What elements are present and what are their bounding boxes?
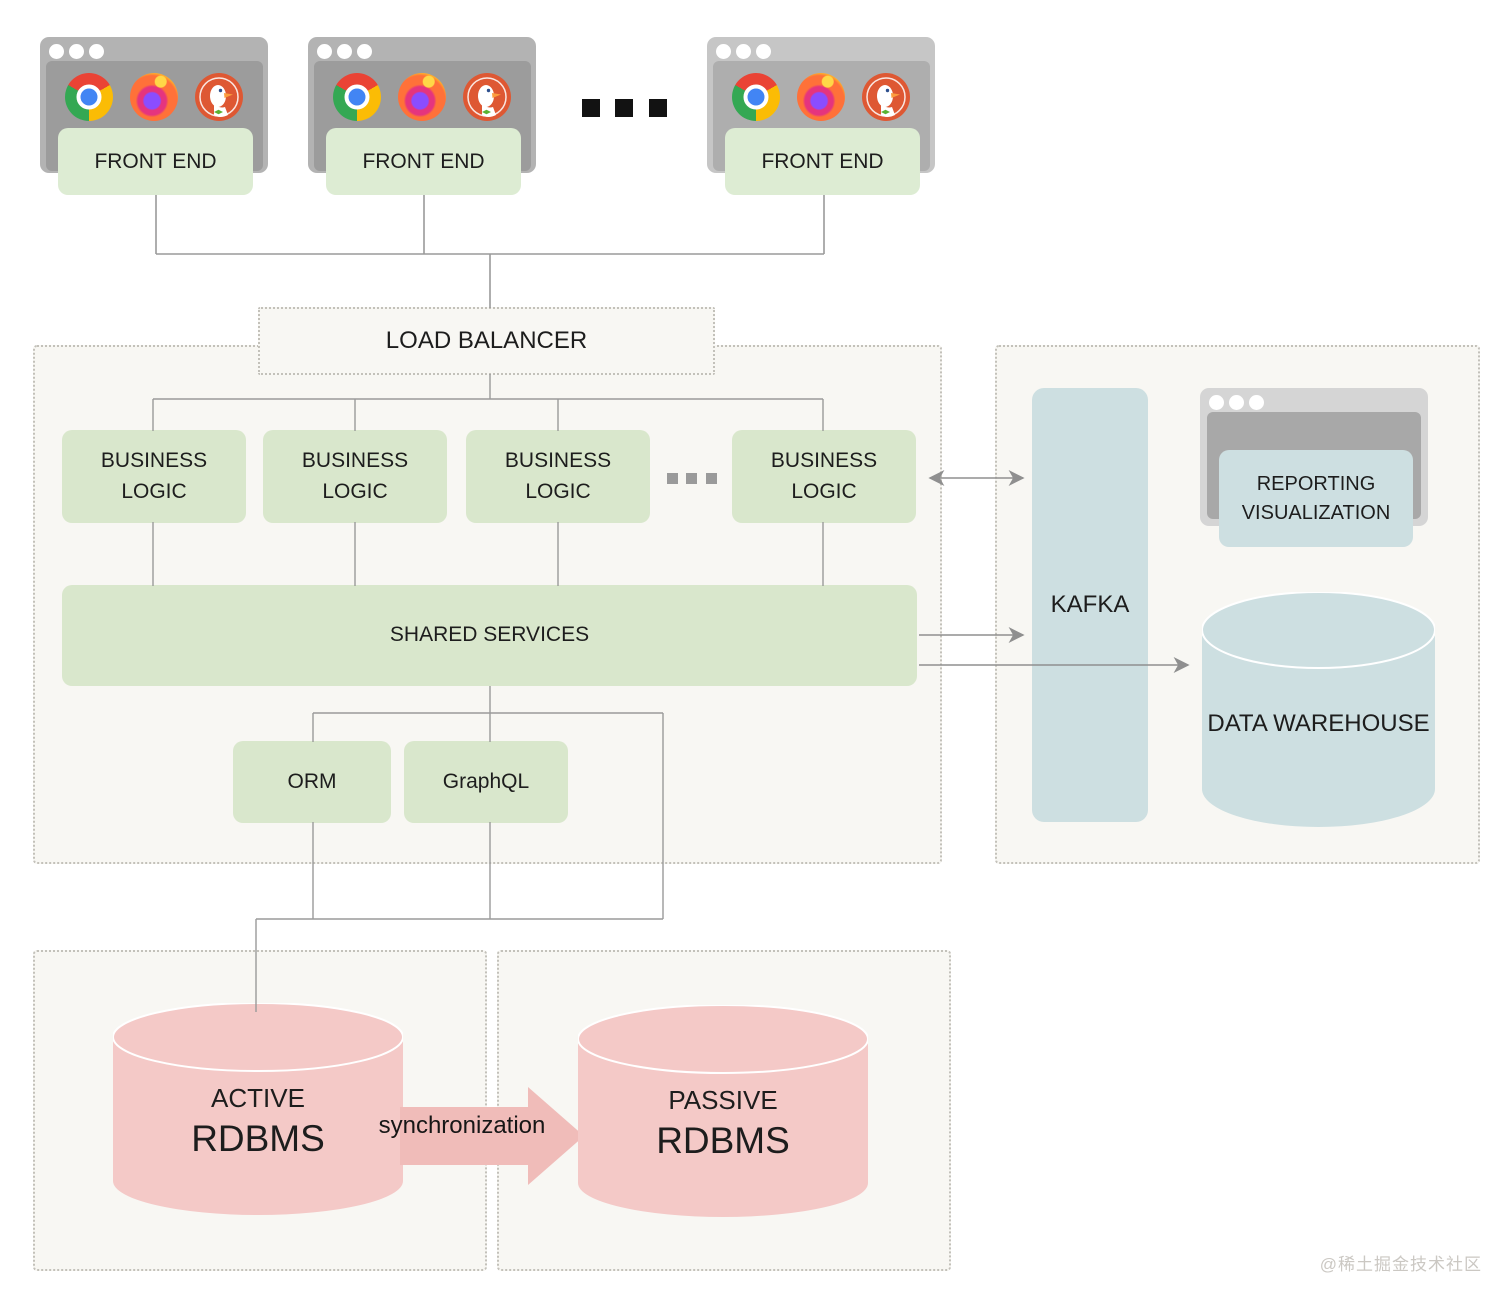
browser-icons-row <box>308 73 536 121</box>
ellipsis-icon <box>667 473 717 484</box>
kafka-node: KAFKA <box>1032 388 1148 822</box>
data-warehouse-label: DATA WAREHOUSE <box>1207 709 1430 737</box>
passive-rdbms-name: RDBMS <box>656 1119 790 1161</box>
firefox-icon <box>130 73 178 121</box>
reporting-visualization-node: REPORTING VISUALIZATION <box>1219 450 1413 547</box>
window-traffic-lights <box>317 44 372 59</box>
business-logic-node: BUSINESS LOGIC <box>62 430 246 523</box>
frontend-node: FRONT END <box>326 128 521 195</box>
firefox-icon <box>398 73 446 121</box>
sync-label: synchronization <box>378 1112 546 1139</box>
window-traffic-lights <box>1209 395 1264 410</box>
window-dot-icon <box>357 44 372 59</box>
window-dot-icon <box>736 44 751 59</box>
window-dot-icon <box>1249 395 1264 410</box>
business-logic-node: BUSINESS LOGIC <box>732 430 916 523</box>
duckduckgo-icon <box>862 73 910 121</box>
window-traffic-lights <box>49 44 104 59</box>
passive-rdbms-qualifier: PASSIVE <box>668 1084 778 1115</box>
window-dot-icon <box>337 44 352 59</box>
window-dot-icon <box>1209 395 1224 410</box>
duckduckgo-icon <box>463 73 511 121</box>
orm-node: ORM <box>233 741 391 823</box>
active-rdbms-name: RDBMS <box>191 1117 325 1159</box>
frontend-node: FRONT END <box>725 128 920 195</box>
window-dot-icon <box>69 44 84 59</box>
window-dot-icon <box>317 44 332 59</box>
window-dot-icon <box>49 44 64 59</box>
active-rdbms-qualifier: ACTIVE <box>211 1082 305 1113</box>
browser-window-frontend-3: FRONT END <box>707 37 935 195</box>
active-rdbms-cylinder: ACTIVE RDBMS <box>113 1003 403 1215</box>
browser-icons-row <box>40 73 268 121</box>
window-traffic-lights <box>716 44 771 59</box>
browser-icons-row <box>707 73 935 121</box>
ellipsis-icon <box>582 99 668 117</box>
window-dot-icon <box>756 44 771 59</box>
sync-arrow-shaft <box>400 1107 530 1165</box>
duckduckgo-icon <box>195 73 243 121</box>
data-warehouse-cylinder: DATA WAREHOUSE <box>1202 592 1435 827</box>
firefox-icon <box>797 73 845 121</box>
watermark: @稀土掘金技术社区 <box>1319 1255 1482 1274</box>
chrome-icon <box>333 73 381 121</box>
window-dot-icon <box>716 44 731 59</box>
chrome-icon <box>732 73 780 121</box>
window-dot-icon <box>1229 395 1244 410</box>
window-dot-icon <box>89 44 104 59</box>
sync-arrow-head-icon <box>528 1087 584 1185</box>
frontend-node: FRONT END <box>58 128 253 195</box>
business-logic-node: BUSINESS LOGIC <box>466 430 650 523</box>
passive-rdbms-cylinder: PASSIVE RDBMS <box>578 1005 868 1217</box>
shared-services-node: SHARED SERVICES <box>62 585 917 686</box>
load-balancer-node: LOAD BALANCER <box>258 307 715 375</box>
business-logic-node: BUSINESS LOGIC <box>263 430 447 523</box>
chrome-icon <box>65 73 113 121</box>
browser-window-reporting: REPORTING VISUALIZATION <box>1200 388 1428 547</box>
browser-window-frontend-1: FRONT END <box>40 37 268 195</box>
browser-window-frontend-2: FRONT END <box>308 37 536 195</box>
graphql-node: GraphQL <box>404 741 568 823</box>
